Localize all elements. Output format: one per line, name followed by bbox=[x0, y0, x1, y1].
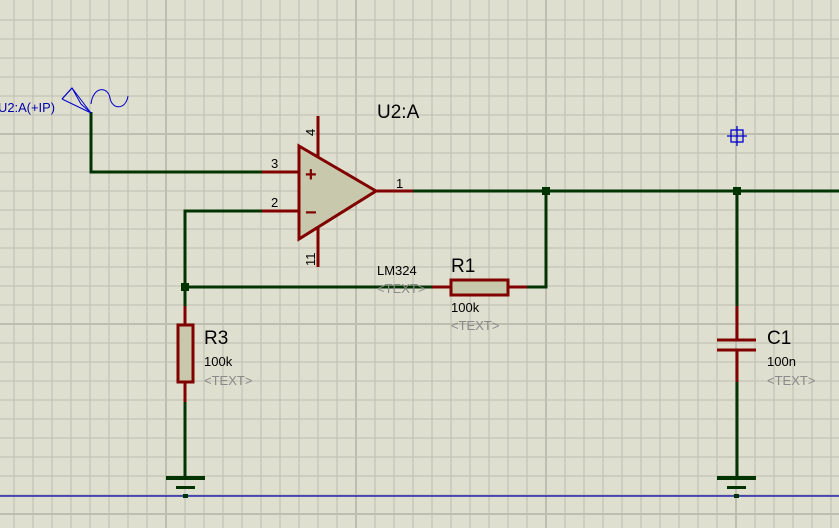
junction-dot bbox=[542, 187, 550, 195]
opamp-u2a[interactable]: + − 3 2 1 4 11 U2:A LM324 <TEXT> bbox=[262, 102, 425, 296]
ground-r3-icon[interactable] bbox=[166, 476, 205, 498]
resistor-r1[interactable]: R1 100k <TEXT> bbox=[432, 256, 527, 333]
junction-dot bbox=[733, 187, 741, 195]
pin-4-label: 4 bbox=[303, 129, 318, 136]
input-terminal[interactable]: U2:A(+IP) bbox=[0, 87, 129, 115]
r3-value: 100k bbox=[204, 354, 233, 369]
generator-arrow-icon bbox=[61, 87, 91, 113]
c1-value: 100n bbox=[767, 354, 796, 369]
wire-feedback-right[interactable] bbox=[527, 191, 548, 289]
origin-marker-icon[interactable] bbox=[727, 126, 747, 146]
opamp-triangle bbox=[297, 143, 379, 242]
r1-reference: R1 bbox=[451, 256, 475, 277]
resistor-r3[interactable]: R3 100k <TEXT> bbox=[176, 287, 252, 402]
r3-text-placeholder: <TEXT> bbox=[204, 373, 252, 388]
r3-reference: R3 bbox=[204, 328, 228, 349]
resistor-r3-body bbox=[176, 323, 195, 384]
r1-text-placeholder: <TEXT> bbox=[451, 318, 499, 333]
pin-1-label: 1 bbox=[396, 176, 403, 191]
c1-text-placeholder: <TEXT> bbox=[767, 373, 815, 388]
pin-2-label: 2 bbox=[271, 195, 278, 210]
r1-value: 100k bbox=[451, 300, 480, 315]
resistor-r1-body bbox=[449, 278, 510, 297]
opamp-text-placeholder: <TEXT> bbox=[377, 281, 425, 296]
capacitor-c1[interactable]: C1 100n <TEXT> bbox=[717, 306, 815, 388]
opamp-minus-symbol: − bbox=[305, 202, 317, 224]
input-terminal-label: U2:A(+IP) bbox=[0, 100, 55, 115]
opamp-reference: U2:A bbox=[377, 102, 420, 123]
pin-11-label: 11 bbox=[303, 253, 318, 267]
pin-3-label: 3 bbox=[271, 156, 278, 171]
ground-c1-icon[interactable] bbox=[717, 476, 756, 498]
opamp-value: LM324 bbox=[377, 263, 417, 278]
opamp-plus-symbol: + bbox=[305, 164, 317, 186]
sine-wave-icon bbox=[90, 89, 129, 108]
c1-reference: C1 bbox=[767, 328, 791, 349]
wire-input[interactable] bbox=[89, 112, 262, 174]
